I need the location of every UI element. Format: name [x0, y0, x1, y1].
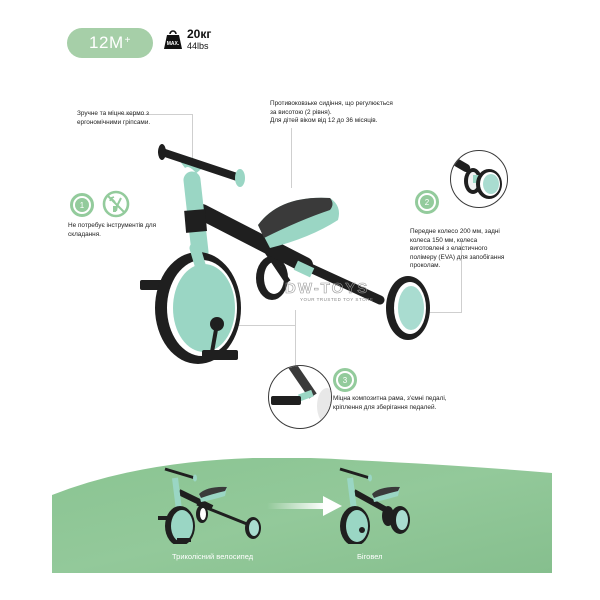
note-wheels: Передне колесо 200 мм, задні колеса 150 …	[410, 228, 505, 270]
step-1-badge: 1	[70, 193, 94, 217]
age-badge-plus: +	[124, 34, 131, 46]
note-handlebar: Зручне та міцне кермо з ергономічними гр…	[77, 110, 151, 126]
pedal-detail-image	[268, 365, 332, 429]
connector-line	[295, 310, 296, 370]
connector-line	[428, 312, 462, 313]
note-seat-line2: за висотою (2 рівня).	[270, 108, 332, 116]
connector-line	[192, 114, 193, 159]
tricycle-mode-image	[157, 464, 262, 546]
step-1-number: 1	[75, 198, 89, 212]
note-seat-line1: Противоковзьке сидіння, що регулюється	[270, 100, 393, 107]
connector-line	[205, 325, 295, 326]
connector-line	[123, 114, 193, 115]
note-seat-line3: Для дітей віком від 12 до 36 місяців.	[270, 117, 378, 125]
caption-tricycle: Триколісний велосипед	[172, 552, 254, 561]
tricycle-main-image	[130, 140, 450, 370]
max-weight-kg: 20кг	[187, 27, 212, 41]
step-2-badge: 2	[415, 190, 439, 214]
wheel-detail-image	[450, 150, 508, 208]
arrow-right-icon	[267, 496, 342, 516]
step-2-number: 2	[420, 195, 434, 209]
note-tools: Не потребує інструментів для складання.	[68, 222, 157, 238]
mode-comparison-panel: Триколісний велосипед Біговел	[52, 458, 552, 573]
weight-icon: MAX.	[163, 28, 183, 50]
max-weight-lbs: 44lbs	[187, 41, 209, 51]
balance-bike-mode-image	[332, 464, 422, 546]
note-frame: Міцна композитна рама, з'ємні педалі, кр…	[333, 395, 447, 411]
watermark-tagline: YOUR TRUSTED TOY STORE	[300, 297, 374, 302]
watermark-logo: DW-TOYS	[285, 280, 370, 298]
step-3-badge: 3	[333, 368, 357, 392]
connector-line	[461, 240, 462, 312]
no-tools-icon	[102, 190, 130, 218]
step-3-number: 3	[338, 373, 352, 387]
svg-text:MAX.: MAX.	[167, 41, 180, 47]
age-badge-text: 12M	[89, 33, 124, 52]
max-weight: MAX. 20кг 44lbs	[163, 28, 211, 52]
caption-balance-bike: Біговел	[357, 552, 383, 561]
note-seat: Противоковзьке сидіння, що регулюється з…	[270, 100, 440, 126]
age-badge: 12M+	[67, 28, 153, 58]
connector-line	[291, 128, 292, 188]
